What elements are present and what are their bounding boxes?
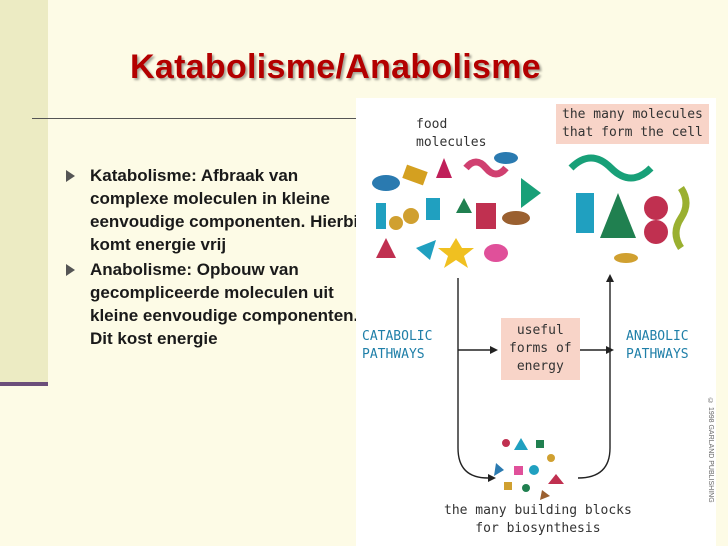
food-molecules-label: food molecules bbox=[416, 117, 487, 150]
building-blocks-label: the many building blocks for biosynthesi… bbox=[444, 503, 632, 536]
figure-credit: © 1998 GARLAND PUBLISHING bbox=[707, 398, 714, 503]
bullet-text: Katabolisme: Afbraak van complexe molecu… bbox=[90, 166, 363, 254]
slide-title: Katabolisme/Anabolisme bbox=[130, 48, 541, 86]
food-molecules-cluster bbox=[372, 152, 541, 268]
bullet-list: Katabolisme: Afbraak van complexe molecu… bbox=[64, 164, 364, 352]
bullet-arrow-icon bbox=[66, 264, 75, 276]
bullet-item-anabolisme: Anabolisme: Opbouw van gecompliceerde mo… bbox=[64, 258, 364, 350]
cell-molecules-cluster bbox=[568, 154, 690, 263]
bullet-item-katabolisme: Katabolisme: Afbraak van complexe molecu… bbox=[64, 164, 364, 256]
metabolism-diagram: food molecules the many molecules that f… bbox=[356, 98, 716, 546]
bullet-arrow-icon bbox=[66, 170, 75, 182]
bullet-text: Anabolisme: Opbouw van gecompliceerde mo… bbox=[90, 260, 359, 348]
catabolic-pathways-label: CATABOLIC PATHWAYS bbox=[362, 329, 433, 362]
anabolic-pathways-label: ANABOLIC PATHWAYS bbox=[626, 329, 689, 362]
useful-energy-label: useful forms of energy bbox=[501, 318, 580, 380]
pathway-arrows bbox=[372, 152, 690, 500]
title-divider bbox=[32, 118, 362, 119]
building-blocks-cluster bbox=[494, 438, 564, 500]
cell-molecules-label: the many molecules that form the cell bbox=[556, 104, 709, 144]
sidebar-accent bbox=[0, 0, 48, 382]
sidebar-accent-stripe bbox=[0, 382, 48, 386]
